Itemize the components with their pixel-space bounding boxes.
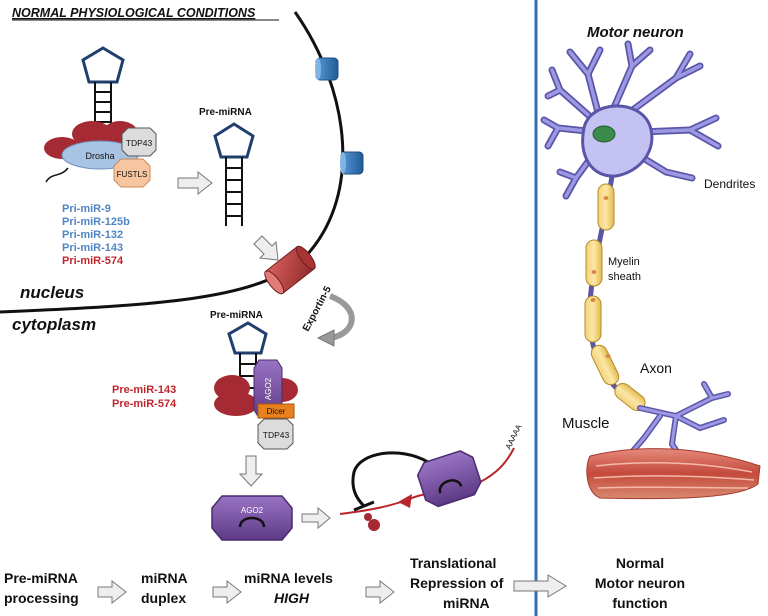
flow-step3-line2: HIGH [274, 590, 310, 606]
flow-step2-line2: duplex [141, 590, 186, 606]
pri-mir-9: Pri-miR-9 [62, 203, 111, 215]
pre-mirna-cyto-label: Pre-miRNA [210, 310, 263, 321]
nucleus-label: nucleus [20, 283, 84, 302]
ago2-repression-complex [416, 450, 482, 508]
mrna-arrowhead-icon [398, 494, 412, 508]
tdp43-cyto-label: TDP43 [263, 430, 290, 440]
muscle-label: Muscle [562, 415, 610, 432]
flow-arrow-1-icon [97, 579, 127, 605]
polya-tail: AAAAA [504, 422, 524, 451]
myelin-label-line1: Myelin [608, 256, 640, 268]
flow-step5-line3: function [612, 595, 667, 611]
nuclear-pore-middle [340, 151, 364, 175]
pre-mirna-hairpin [213, 122, 255, 226]
pri-mirna-list: Pri-miR-9 Pri-miR-125b Pri-miR-132 Pri-m… [62, 203, 130, 267]
tdp43-cyto-protein: TDP43 [257, 418, 294, 450]
motor-neuron-title: Motor neuron [587, 24, 684, 41]
curved-arrow-icon [328, 293, 355, 341]
nuclear-pore-top [315, 57, 339, 81]
flow-step4-line1: Translational [410, 555, 496, 571]
ago2-mature-label: AGO2 [241, 506, 264, 515]
arrow-right-icon-2 [301, 506, 331, 530]
flow-arrow-2-icon [212, 579, 242, 605]
arrow-diagonal-icon [253, 235, 279, 261]
myelin-label-line2: sheath [608, 271, 641, 283]
pri-mir-143: Pri-miR-143 [62, 242, 123, 254]
dicer-protein: Dicer [257, 403, 295, 419]
flow-arrow-3-icon [365, 579, 395, 605]
dendrites-label: Dendrites [704, 177, 755, 191]
rna-tail [45, 167, 69, 183]
cytoplasm-label: cytoplasm [12, 315, 96, 334]
flow-step2-line1: miRNA [141, 570, 188, 586]
pri-mirna-hairpin [81, 46, 125, 142]
page-title: NORMAL PHYSIOLOGICAL CONDITIONS [12, 6, 256, 20]
arrow-right-icon [177, 170, 213, 196]
flow-step1-line1: Pre-miRNA [4, 570, 78, 586]
neuron-soma [581, 104, 654, 178]
ago2-label: AGO2 [264, 377, 273, 400]
pre-mirna-nuc-label: Pre-miRNA [199, 107, 252, 118]
axon-label: Axon [640, 360, 672, 376]
axon-terminals-inner [630, 382, 730, 464]
flow-step1-line2: processing [4, 590, 79, 606]
arrow-down-icon [238, 455, 264, 487]
pre-mir-143: Pre-miR-143 [112, 384, 176, 396]
inhibition-arc [351, 451, 429, 508]
exportin5-label: Exportin-5 [301, 284, 334, 333]
exportin5-channel [264, 245, 316, 295]
tdp43-protein: TDP43 [121, 127, 157, 157]
fus-protein: FUSTLS [113, 158, 151, 188]
inhibition-bar [353, 500, 375, 512]
tdp43-label: TDP43 [126, 138, 153, 148]
dicer-label: Dicer [267, 407, 286, 416]
flow-step3-line1: miRNA levels [244, 570, 333, 586]
ribosome-icon [364, 513, 380, 531]
flow-step4-line3: miRNA [443, 595, 490, 611]
flow-arrow-4-icon [513, 574, 567, 598]
fus-label: FUSTLS [117, 170, 148, 179]
drosha-label: Drosha [85, 151, 114, 161]
flow-step5-line2: Motor neuron [595, 575, 685, 591]
flow-step4-line2: Repression of [410, 575, 504, 591]
muscle-fiber [586, 448, 761, 500]
pri-mir-125b: Pri-miR-125b [62, 216, 130, 228]
pri-mir-132: Pri-miR-132 [62, 229, 123, 241]
ago2-mature-complex: AGO2 [211, 495, 293, 541]
nucleus-organelle [592, 125, 616, 143]
myelin-sheath [584, 183, 646, 412]
pri-mir-574: Pri-miR-574 [62, 255, 124, 267]
curved-arrowhead-icon [316, 329, 335, 347]
pre-mir-574: Pre-miR-574 [112, 398, 177, 410]
flow-step5-line1: Normal [616, 555, 664, 571]
